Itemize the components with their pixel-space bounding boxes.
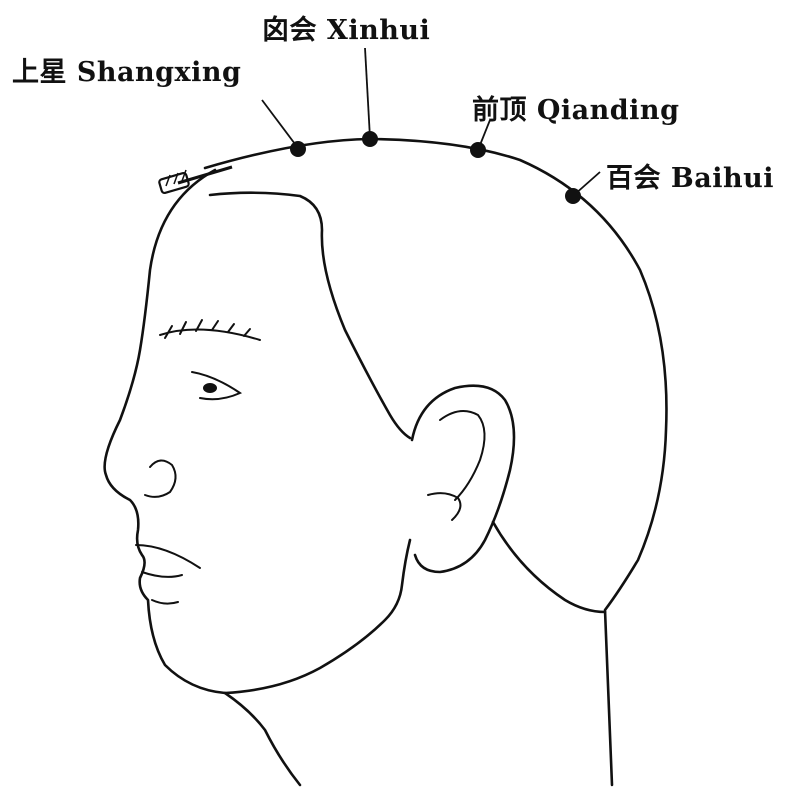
ear	[412, 386, 514, 572]
chin-crease	[152, 600, 178, 604]
xinhui-label: 囟会 Xinhui	[262, 8, 430, 47]
neck-front	[225, 693, 300, 785]
lower-lip	[142, 572, 182, 577]
face-profile	[105, 170, 410, 693]
nostril	[145, 460, 176, 496]
ear-inner	[440, 411, 485, 500]
acupuncture-needle-icon	[159, 167, 232, 194]
eyebrow-hair-4	[212, 321, 218, 330]
hairline	[210, 193, 410, 438]
xinhui-leader	[365, 48, 370, 138]
neck-back	[493, 522, 605, 612]
qianding-label: 前顶 Qianding	[472, 88, 679, 127]
shangxing-point	[290, 141, 306, 157]
ear-inner-fold	[428, 493, 460, 520]
qianding-point	[470, 142, 486, 158]
shangxing-label: 上星 Shangxing	[12, 50, 241, 89]
xinhui-point	[362, 131, 378, 147]
shangxing-leader	[262, 100, 298, 148]
baihui-point	[565, 188, 581, 204]
eyebrow-hair-6	[244, 329, 250, 336]
scalp-line	[205, 139, 666, 785]
baihui-label: 百会 Baihui	[606, 156, 774, 195]
eyebrow-hair-5	[228, 324, 234, 332]
eyebrow-hair-2	[180, 322, 186, 334]
pupil	[203, 383, 217, 393]
